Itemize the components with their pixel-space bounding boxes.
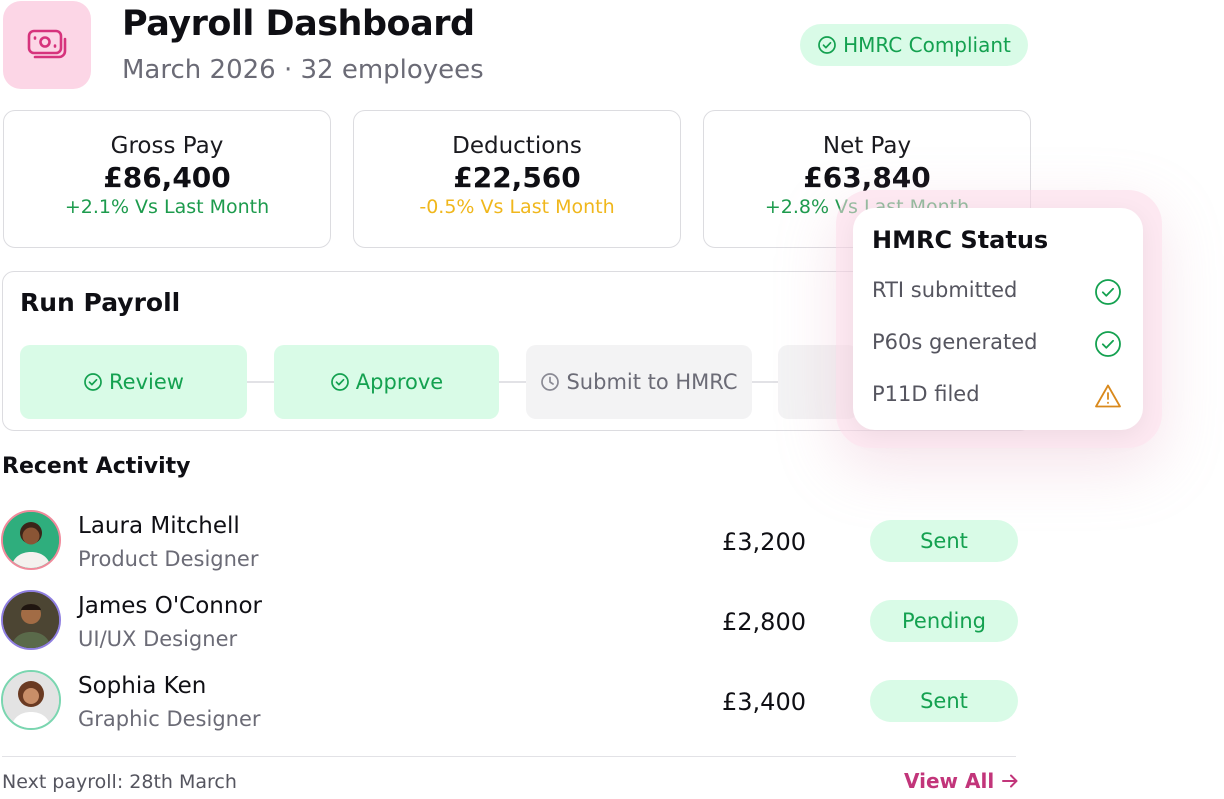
money-icon [27,29,67,59]
person-name: Sophia Ken [78,673,207,699]
avatar [1,670,61,730]
hmrc-item-p60: P60s generated [872,330,1038,354]
check-icon [1095,279,1121,305]
step-review[interactable]: Review [20,345,247,419]
person-role: UI/UX Designer [78,627,238,651]
person-role: Product Designer [78,547,259,571]
status-badge: Sent [870,520,1018,562]
step-submit-to-hmrc[interactable]: Submit to HMRC [526,345,752,419]
view-all-label: View All [904,769,995,793]
divider [2,756,1016,757]
status-badge: Pending [870,600,1018,642]
step-label: Review [109,370,184,394]
person-avatar-icon [3,672,59,728]
step-label: Approve [355,370,444,394]
run-payroll-title: Run Payroll [20,288,181,317]
stat-label: Net Pay [822,133,912,159]
stat-change: +2.1% Vs Last Month [64,196,270,218]
step-connector [499,381,527,383]
person-name: Laura Mitchell [78,513,240,539]
check-circle-icon [84,373,102,391]
step-connector [752,381,780,383]
next-payroll-text: Next payroll: 28th March [2,771,237,793]
page-subtitle: March 2026 · 32 employees [122,55,484,85]
person-avatar-icon [3,592,59,648]
stat-change: -0.5% Vs Last Month [419,196,615,218]
stat-value: £22,560 [453,161,581,194]
step-label: Submit to HMRC [566,370,738,394]
hmrc-status-title: HMRC Status [872,226,1049,254]
arrow-right-icon [1002,774,1018,788]
page-title: Payroll Dashboard [122,4,475,44]
avatar [1,590,61,650]
person-role: Graphic Designer [78,707,261,731]
stat-label: Gross Pay [110,133,224,159]
stat-value: £86,400 [103,161,231,194]
app-logo [3,1,91,89]
status-badge: Sent [870,680,1018,722]
recent-activity-title: Recent Activity [2,454,191,479]
hmrc-compliant-badge: HMRC Compliant [800,24,1028,66]
step-connector [247,381,275,383]
person-avatar-icon [3,512,59,568]
payment-amount: £3,200 [722,528,806,556]
badge-label: HMRC Compliant [843,33,1011,57]
hmrc-item-rti: RTI submitted [872,278,1018,302]
check-icon [1095,331,1121,357]
payment-amount: £2,800 [722,608,806,636]
stat-card-gross-pay: Gross Pay £86,400 +2.1% Vs Last Month [3,110,331,248]
payment-amount: £3,400 [722,688,806,716]
hmrc-status-card [853,208,1143,430]
hmrc-item-p11d: P11D filed [872,382,980,406]
person-name: James O'Connor [78,593,262,619]
view-all-link[interactable]: View All [904,769,1020,793]
warning-icon [1095,384,1121,408]
check-circle-icon [818,36,836,54]
stat-value: £63,840 [803,161,931,194]
stat-label: Deductions [452,133,582,159]
step-approve[interactable]: Approve [274,345,499,419]
avatar [1,510,61,570]
stat-card-deductions: Deductions £22,560 -0.5% Vs Last Month [353,110,681,248]
check-circle-icon [330,373,349,391]
clock-icon [541,373,560,391]
